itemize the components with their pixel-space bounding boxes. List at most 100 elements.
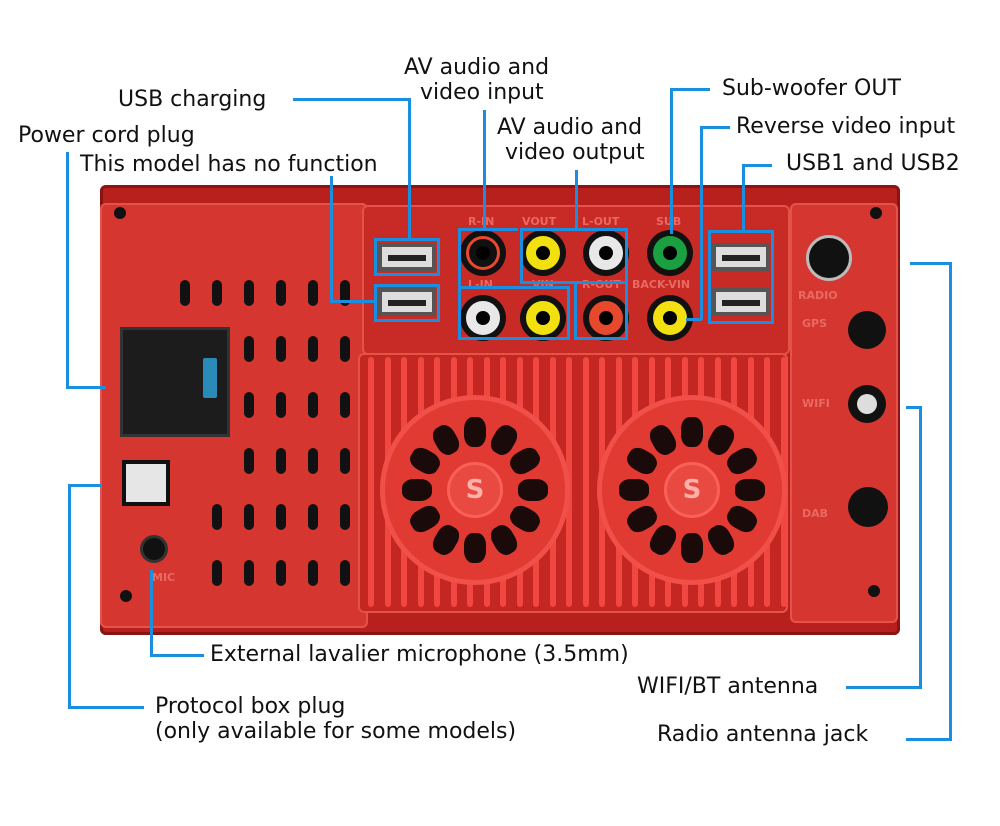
vent-slot	[212, 560, 222, 586]
rca-l-in-jack	[460, 295, 506, 341]
vent-slot	[308, 392, 318, 418]
fan-opening	[723, 443, 761, 479]
fan-opening	[645, 521, 681, 559]
gps-port-hole	[848, 311, 886, 349]
rca-sub-jack	[647, 230, 693, 276]
vent-slot	[276, 336, 286, 362]
fan-opening	[464, 417, 486, 447]
power-cord-connector	[120, 327, 230, 437]
car-stereo-back-panel: MIC R-IN VOUT L-OUT SUB L-IN VIN R-OUT B…	[100, 185, 900, 635]
panel-label-wifi: WIFI	[802, 397, 830, 410]
label-usb1-usb2: USB1 and USB2	[786, 151, 960, 176]
fan-opening	[681, 533, 703, 563]
heatsink-fin	[582, 357, 589, 607]
vent-slot	[308, 280, 318, 306]
callout-line	[670, 88, 710, 91]
callout-line	[575, 170, 578, 230]
av-input-highlight-2	[458, 286, 570, 340]
protocol-box-connector	[122, 460, 170, 506]
callout-line	[910, 262, 952, 265]
screw	[868, 585, 880, 597]
panel-label-mic: MIC	[152, 571, 176, 584]
label-protocol-box-2: (only available for some models)	[155, 719, 517, 744]
screw	[114, 207, 126, 219]
fan-opening	[464, 533, 486, 563]
vent-slot	[180, 280, 190, 306]
vent-slot	[244, 392, 254, 418]
panel-label-dab: DAB	[802, 507, 829, 520]
rca-vout-jack	[520, 230, 566, 276]
vent-slot	[308, 448, 318, 474]
unused-usb-port	[378, 288, 436, 316]
panel-label-vout: VOUT	[522, 215, 557, 228]
fan-logo: S	[447, 462, 503, 518]
vent-slot	[244, 560, 254, 586]
callout-line	[150, 654, 204, 657]
vent-slot	[212, 280, 222, 306]
callout-line	[293, 98, 411, 101]
fan-opening	[428, 521, 464, 559]
panel-label-radio: RADIO	[798, 289, 838, 302]
label-subwoofer-out: Sub-woofer OUT	[722, 76, 901, 101]
callout-line	[906, 738, 952, 741]
fan-opening	[619, 479, 649, 501]
fan-opening	[723, 501, 761, 537]
callout-line	[700, 126, 703, 320]
callout-line	[150, 570, 153, 656]
radio-antenna-jack	[806, 235, 852, 281]
panel-label-gps: GPS	[802, 317, 828, 330]
callout-line	[906, 406, 922, 409]
label-no-function: This model has no function	[80, 152, 378, 177]
fan-opening	[518, 479, 548, 501]
rca-vin-jack	[520, 295, 566, 341]
fan-opening	[506, 501, 544, 537]
rca-back-vin-jack	[647, 295, 693, 341]
rca-r-out-jack	[583, 295, 629, 341]
callout-line	[846, 686, 922, 689]
callout-line	[483, 110, 486, 230]
label-usb-charging: USB charging	[118, 87, 267, 112]
vent-slot	[340, 504, 350, 530]
fan-opening	[486, 521, 522, 559]
callout-line	[66, 386, 106, 389]
vent-slot	[308, 504, 318, 530]
vent-slot	[244, 448, 254, 474]
vent-slot	[340, 448, 350, 474]
callout-line	[66, 152, 69, 388]
no-function-highlight	[374, 284, 440, 322]
fuse-icon	[203, 358, 217, 398]
screw	[120, 590, 132, 602]
vent-slot	[276, 448, 286, 474]
av-output-highlight	[520, 228, 628, 284]
vent-slot	[276, 392, 286, 418]
label-av-input-1: AV audio and	[404, 55, 550, 80]
fan-opening	[735, 479, 765, 501]
vent-slot	[276, 280, 286, 306]
usb-charging-highlight	[374, 238, 440, 276]
vent-slot	[212, 504, 222, 530]
cooling-fan-right: S	[597, 395, 787, 585]
panel-label-l-out: L-OUT	[582, 215, 620, 228]
label-av-output-1: AV audio and	[497, 115, 643, 140]
vent-slot	[308, 560, 318, 586]
label-radio-antenna-jack: Radio antenna jack	[657, 722, 869, 747]
vent-slot	[340, 336, 350, 362]
callout-line	[68, 484, 71, 708]
rca-l-out-jack	[583, 230, 629, 276]
label-reverse-video-input: Reverse video input	[736, 114, 956, 139]
label-av-input-2: video input	[420, 80, 544, 105]
vent-slot	[276, 560, 286, 586]
usb-charging-port	[378, 243, 436, 271]
vent-slot	[244, 280, 254, 306]
vent-slot	[340, 560, 350, 586]
callout-line	[700, 126, 730, 129]
label-microphone: External lavalier microphone (3.5mm)	[210, 642, 629, 667]
label-wifi-bt-antenna: WIFI/BT antenna	[637, 674, 819, 699]
label-av-output-2: video output	[505, 140, 645, 165]
callout-line	[742, 164, 772, 167]
wifi-antenna-connector	[848, 385, 886, 423]
usb1-usb2-highlight	[708, 230, 774, 324]
panel-label-back-vin: BACK-VIN	[632, 278, 691, 291]
vent-slot	[340, 280, 350, 306]
fan-opening	[506, 443, 544, 479]
